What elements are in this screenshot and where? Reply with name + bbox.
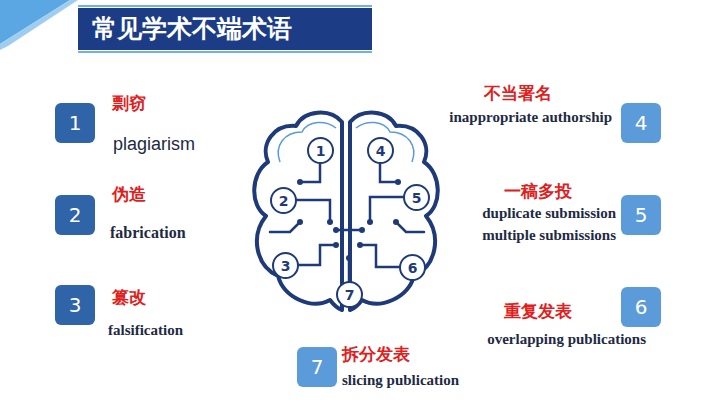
term-chinese: 伪造 <box>112 183 146 206</box>
callout-number: 6 <box>401 256 424 279</box>
callout-number: 4 <box>621 103 661 143</box>
callout-number: 7 <box>297 347 337 387</box>
term-english: duplicate submission <box>482 205 616 222</box>
term-english: multiple submissions <box>482 227 616 244</box>
term-english: fabrication <box>110 224 186 242</box>
term-chinese: 不当署名 <box>484 82 552 105</box>
number-box: 3篡改falsification <box>55 285 95 325</box>
term-english: plagiarism <box>113 134 195 155</box>
callout-number: 3 <box>55 285 95 325</box>
number-circle: 3 <box>272 252 299 279</box>
number-circle: 1 <box>307 137 334 164</box>
brain-inner-line <box>278 122 413 162</box>
callout-number: 2 <box>272 189 295 212</box>
brain-outline <box>254 113 438 310</box>
term-chinese: 剽窃 <box>112 92 146 115</box>
number-box: 4不当署名inappropriate authorship <box>621 103 661 143</box>
callout-number: 6 <box>621 287 661 327</box>
number-circle: 6 <box>399 254 426 281</box>
term-chinese: 一稿多投 <box>504 180 572 203</box>
number-circle: 4 <box>367 137 394 164</box>
number-circle: 5 <box>403 184 430 211</box>
banner-line <box>78 5 372 7</box>
callout-number: 1 <box>309 139 332 162</box>
title: 常见学术不端术语 <box>80 10 304 48</box>
title-banner <box>78 8 372 50</box>
term-chinese: 拆分发表 <box>342 343 410 366</box>
term-chinese: 篡改 <box>112 286 146 309</box>
callout-number: 5 <box>405 186 428 209</box>
callout-number: 4 <box>369 139 392 162</box>
number-box: 5一稿多投duplicate submissionmultiple submis… <box>621 195 661 235</box>
number-box: 2伪造fabrication <box>55 195 95 235</box>
term-english: slicing publication <box>342 372 459 389</box>
term-english: falsification <box>108 322 183 339</box>
callout-number: 5 <box>621 195 661 235</box>
term-english: inappropriate authorship <box>449 109 612 126</box>
number-box: 6重复发表overlapping publications <box>621 287 661 327</box>
number-box: 7拆分发表slicing publication <box>297 347 337 387</box>
number-circle: 7 <box>336 281 363 308</box>
term-english: overlapping publications <box>487 331 646 348</box>
banner-line <box>78 51 372 53</box>
number-box: 1剽窃plagiarism <box>55 103 95 143</box>
number-circle: 2 <box>270 187 297 214</box>
callout-number: 7 <box>338 283 361 306</box>
callout-number: 2 <box>55 195 95 235</box>
corner-decoration <box>0 0 78 50</box>
term-chinese: 重复发表 <box>504 300 572 323</box>
callout-number: 3 <box>274 254 297 277</box>
circuit-dot <box>297 179 401 261</box>
callout-number: 1 <box>55 103 95 143</box>
